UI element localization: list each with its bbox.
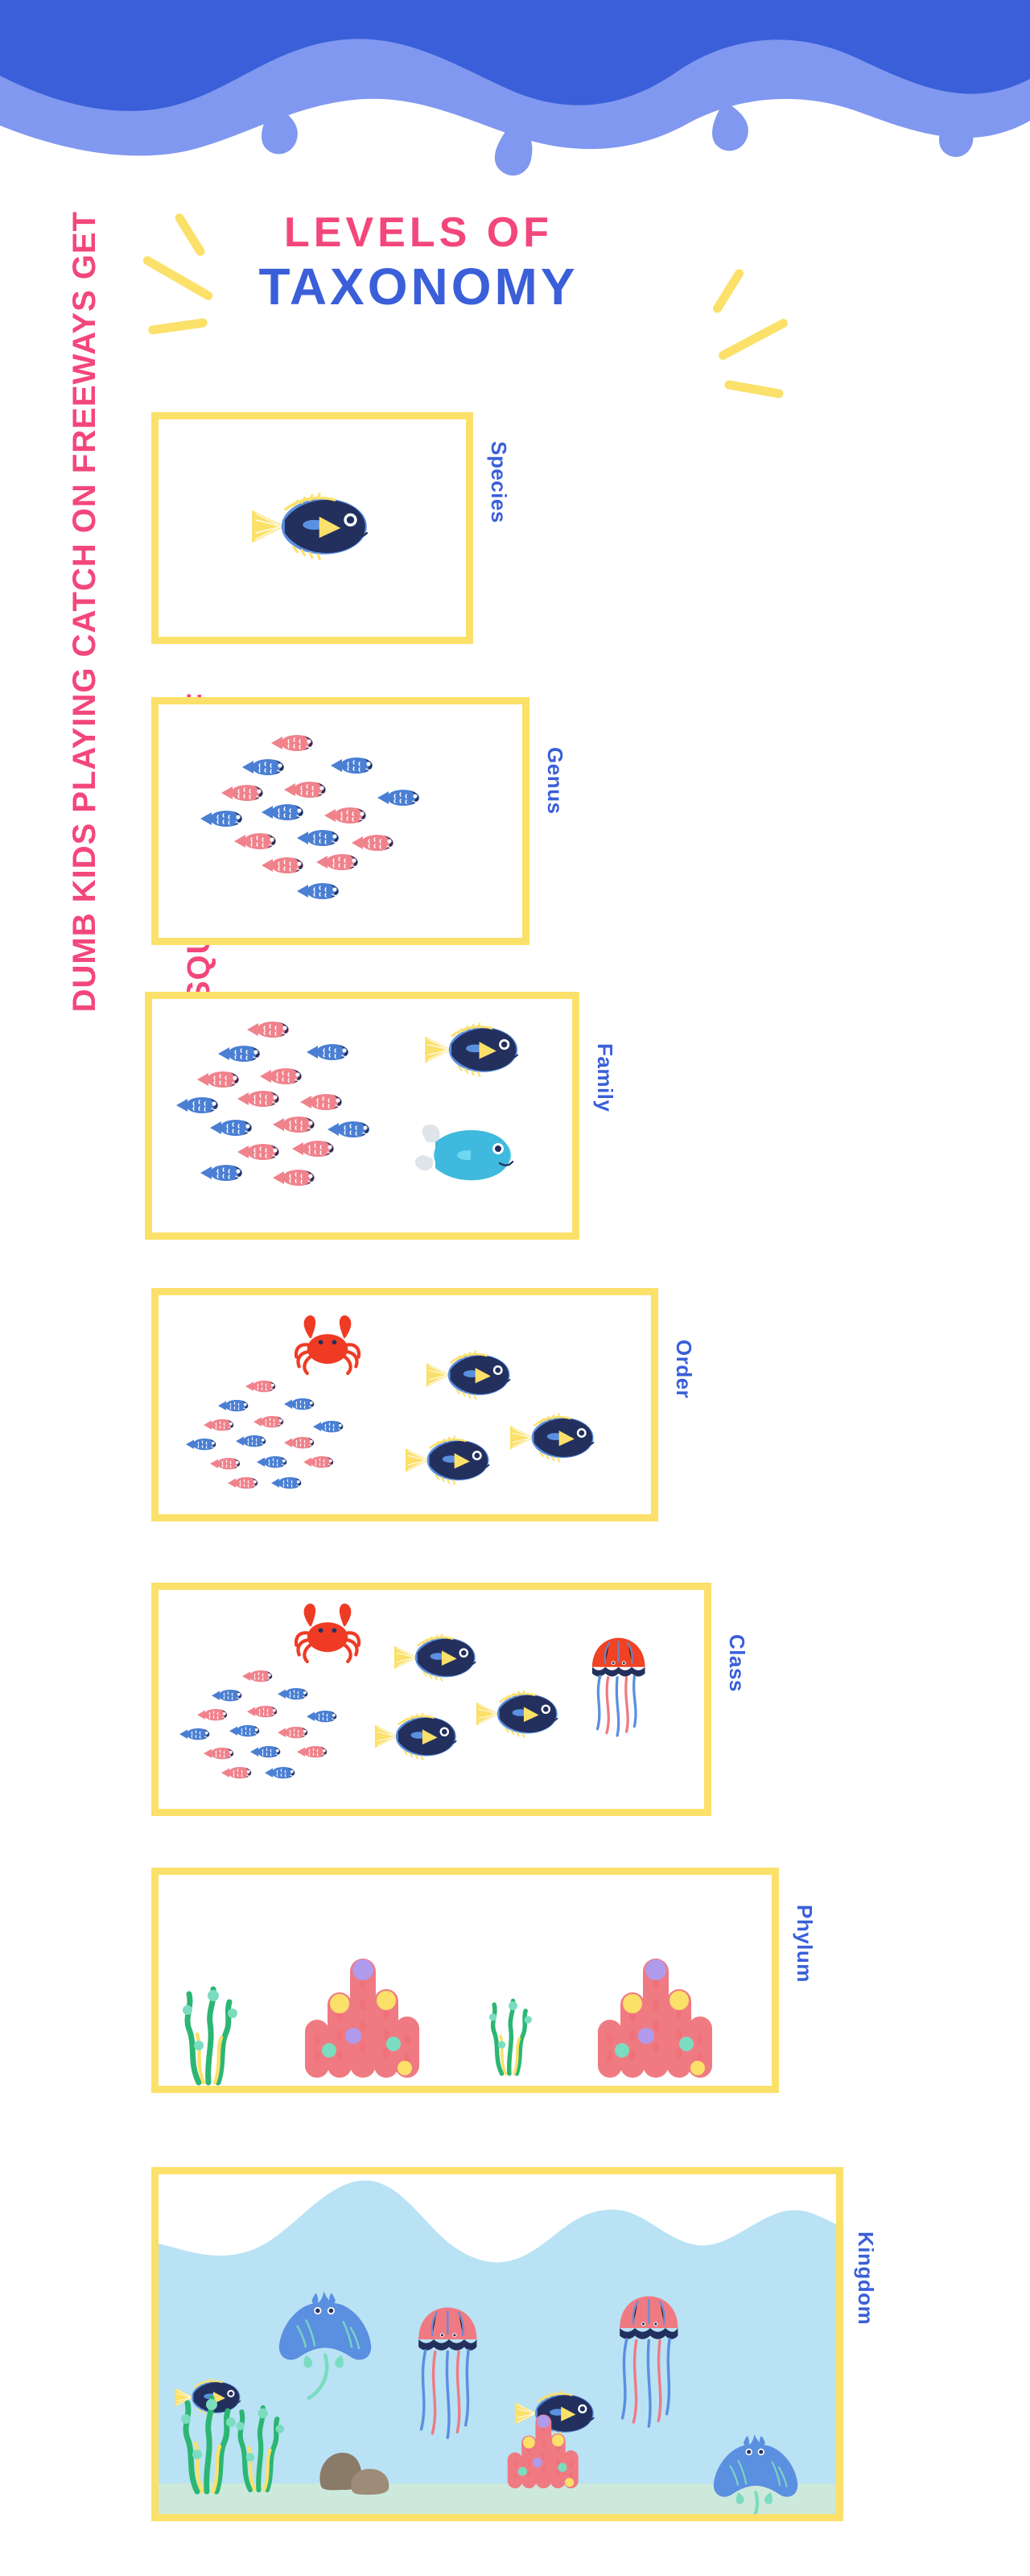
stage-label-species: Species [487, 441, 511, 523]
stage-label-class: Class [725, 1634, 749, 1692]
water-droplet [712, 101, 748, 151]
water-droplet [262, 105, 298, 155]
rocks [319, 2452, 389, 2495]
wave-light [0, 39, 1030, 156]
page-title-block: LEVELS OF TAXONOMY [0, 211, 837, 314]
stage-genus-box [151, 697, 529, 945]
mnemonic-line-1: DUMB KIDS PLAYING CATCH ON FREEWAYS GET [67, 211, 102, 1013]
stage-class-box [151, 1583, 711, 1816]
stage-phylum-box [151, 1868, 779, 2093]
stage-label-genus: Genus [543, 747, 567, 815]
stage-label-kingdom: Kingdom [854, 2231, 878, 2326]
water-droplet [494, 119, 533, 176]
water-surface [159, 2180, 836, 2514]
stage-kingdom-illustration [159, 2180, 836, 2514]
ray [723, 379, 785, 399]
page-title-line2: TAXONOMY [258, 257, 579, 316]
stage-family-illustration [175, 1021, 519, 1187]
stage-label-order: Order [672, 1340, 696, 1399]
ray [717, 317, 789, 361]
header-wave-decoration [0, 0, 1030, 176]
stage-phylum-illustration [159, 1959, 712, 2086]
stage-class-illustration [179, 1590, 647, 1779]
stage-species-illustration [250, 491, 369, 562]
page-title-line1: LEVELS OF [284, 209, 553, 256]
stage-family-box [145, 992, 579, 1240]
stage-genus-illustration [200, 734, 420, 900]
water-droplet [938, 111, 974, 157]
cyan-fish [414, 1125, 514, 1181]
stage-label-phylum: Phylum [793, 1905, 817, 1983]
stage-order-box [151, 1288, 658, 1521]
ray [147, 317, 208, 336]
stage-order-illustration [185, 1295, 595, 1489]
water-droplet [41, 103, 71, 141]
wave-dark [0, 0, 1030, 119]
stage-kingdom-box [151, 2167, 843, 2521]
stage-species-box [151, 412, 473, 644]
stage-label-family: Family [593, 1043, 617, 1113]
